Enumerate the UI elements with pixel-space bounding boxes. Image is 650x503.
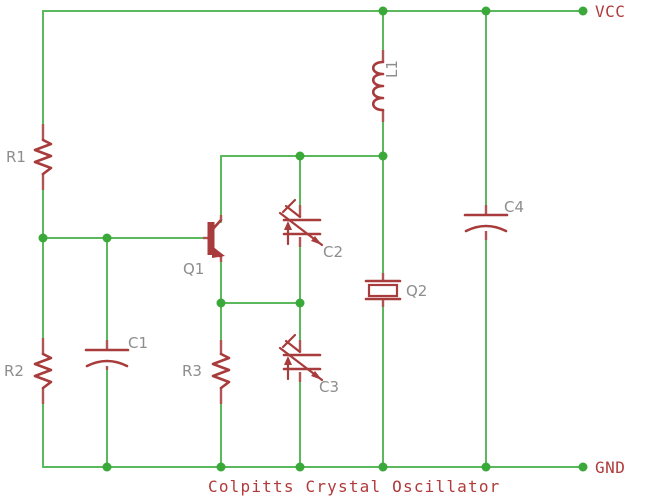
- c1-label: C1: [128, 334, 148, 352]
- junction-dot: [38, 233, 48, 243]
- l1-label: L1: [383, 60, 401, 78]
- crystal-body-icon: [367, 283, 399, 298]
- component-q1[interactable]: Q1: [183, 215, 225, 278]
- junction-dot: [216, 298, 226, 308]
- capacitor-plate-curved-icon: [464, 224, 508, 233]
- component-l1[interactable]: L1: [371, 50, 401, 122]
- junction-dot: [378, 151, 388, 161]
- component-q2[interactable]: Q2: [364, 273, 427, 307]
- net-label-vcc: VCC: [595, 2, 625, 21]
- trimmer-handle-bar-icon: [281, 333, 297, 349]
- junction-dot: [481, 462, 491, 472]
- junction-dots: [38, 6, 588, 472]
- r3-label: R3: [182, 362, 202, 380]
- junction-dot: [102, 462, 112, 472]
- net-terminal-gnd: [578, 462, 588, 472]
- r1-label: R1: [6, 148, 26, 166]
- c2-label: C2: [323, 243, 343, 261]
- component-c2[interactable]: C2: [278, 198, 343, 261]
- component-c4[interactable]: C4: [463, 198, 524, 240]
- resistor-zigzag-icon: [33, 138, 53, 176]
- junction-dot: [216, 462, 226, 472]
- trimmer-arrowhead-icon: [311, 236, 322, 245]
- q1-label: Q1: [183, 260, 204, 278]
- c4-label: C4: [504, 198, 524, 216]
- component-r1[interactable]: R1: [6, 124, 53, 190]
- junction-dot: [295, 151, 305, 161]
- junction-dot: [102, 233, 112, 243]
- component-r2[interactable]: R2: [4, 338, 53, 404]
- c3-label: C3: [319, 378, 339, 396]
- junction-dot: [481, 6, 491, 16]
- trimmer-handle-bar-icon: [281, 198, 297, 214]
- q2-label: Q2: [406, 282, 427, 300]
- junction-dot: [378, 6, 388, 16]
- capacitor-plate-curved-icon: [85, 359, 129, 368]
- junction-dot: [295, 462, 305, 472]
- transistor-emitter-arrow-icon: [212, 246, 225, 258]
- net-label-gnd: GND: [595, 458, 625, 477]
- resistor-zigzag-icon: [211, 352, 231, 390]
- wire-network: [42, 10, 584, 468]
- transistor-collector-icon: [210, 218, 223, 232]
- trimmer-up-arrow-head-icon: [284, 221, 292, 230]
- trimmer-arrowhead-icon: [311, 371, 322, 380]
- diagram-title: Colpitts Crystal Oscillator: [208, 477, 501, 496]
- junction-dot: [378, 462, 388, 472]
- resistor-zigzag-icon: [33, 352, 53, 390]
- component-c3[interactable]: C3: [278, 333, 339, 396]
- junction-dot: [295, 298, 305, 308]
- net-terminal-vcc: [578, 6, 588, 16]
- component-r3[interactable]: R3: [182, 340, 231, 404]
- component-c1[interactable]: C1: [84, 334, 148, 370]
- trimmer-up-arrow-head-icon: [284, 356, 292, 365]
- inductor-coil-icon: [371, 60, 385, 112]
- r2-label: R2: [4, 362, 24, 380]
